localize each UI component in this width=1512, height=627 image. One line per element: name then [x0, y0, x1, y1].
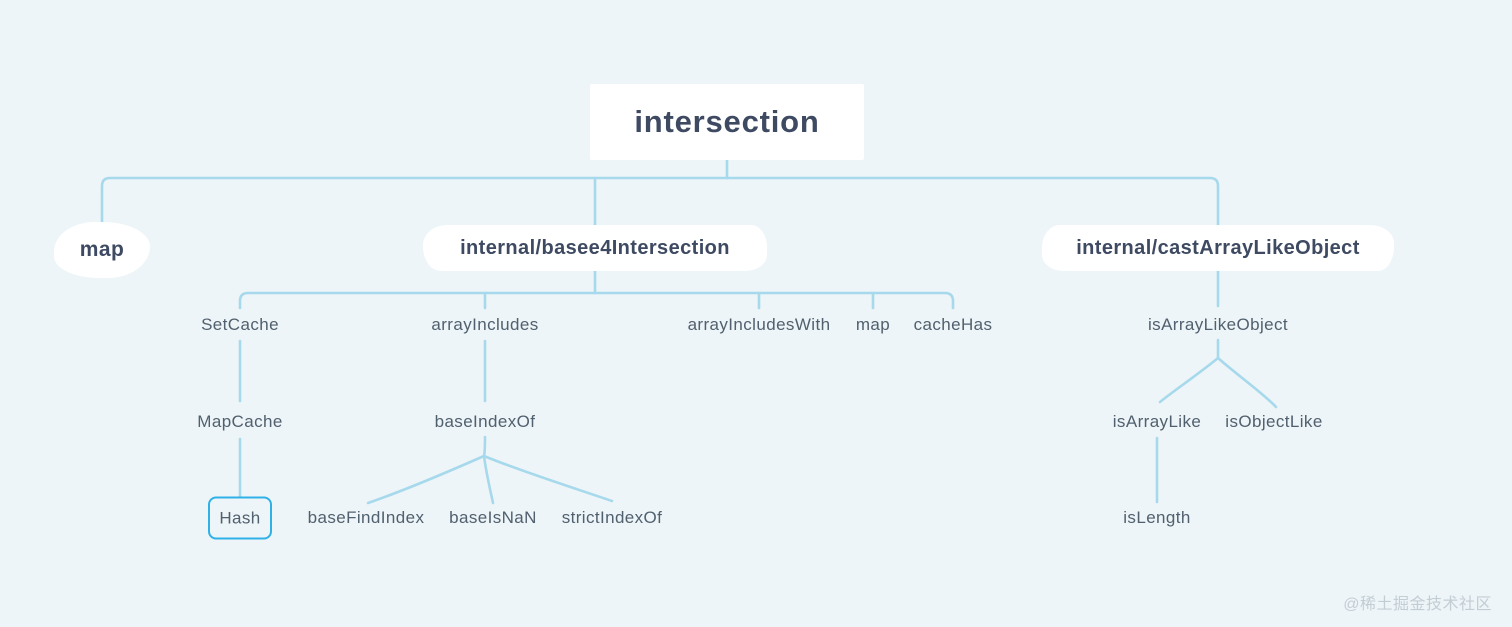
- node-internal-basee4intersection[interactable]: internal/basee4Intersection: [423, 225, 767, 271]
- edge-fork-isobjectlike: [1216, 356, 1278, 409]
- node-map[interactable]: map: [54, 222, 150, 278]
- edge-baseindexof-forkstem: [482, 435, 487, 458]
- watermark: @稀土掘金技术社区: [1343, 596, 1492, 613]
- node-islength[interactable]: isLength: [1123, 508, 1191, 527]
- node-baseindexof[interactable]: baseIndexOf: [434, 412, 536, 431]
- node-internal-castarraylikeobject[interactable]: internal/castArrayLikeObject: [1042, 225, 1394, 271]
- node-isobjectlike[interactable]: isObjectLike: [1225, 412, 1323, 431]
- node-isarraylike[interactable]: isArrayLike: [1112, 412, 1202, 431]
- node-map-child[interactable]: map: [855, 315, 891, 334]
- node-mapcache[interactable]: MapCache: [197, 412, 283, 431]
- node-cachehas[interactable]: cacheHas: [913, 315, 993, 334]
- node-hash[interactable]: Hash: [208, 496, 272, 540]
- node-isarraylikeobject[interactable]: isArrayLikeObject: [1147, 315, 1289, 334]
- node-setcache[interactable]: SetCache: [201, 315, 279, 334]
- edge-fork-baseisnan: [482, 454, 495, 505]
- edge-fork-isarraylike: [1158, 356, 1220, 404]
- node-strictindexof[interactable]: strictIndexOf: [561, 508, 663, 527]
- node-arrayincludes[interactable]: arrayIncludes: [431, 315, 539, 334]
- node-baseisnan[interactable]: baseIsNaN: [449, 508, 537, 527]
- edge-fork-strictindexof: [482, 454, 614, 503]
- edge-base-rail: [238, 291, 955, 310]
- node-basefindindex[interactable]: baseFindIndex: [307, 508, 425, 527]
- node-arrayincludeswith[interactable]: arrayIncludesWith: [687, 315, 831, 334]
- node-intersection[interactable]: intersection: [590, 84, 864, 160]
- edge-fork-basefindindex: [366, 454, 486, 505]
- edge-level1-rail: [100, 176, 1220, 228]
